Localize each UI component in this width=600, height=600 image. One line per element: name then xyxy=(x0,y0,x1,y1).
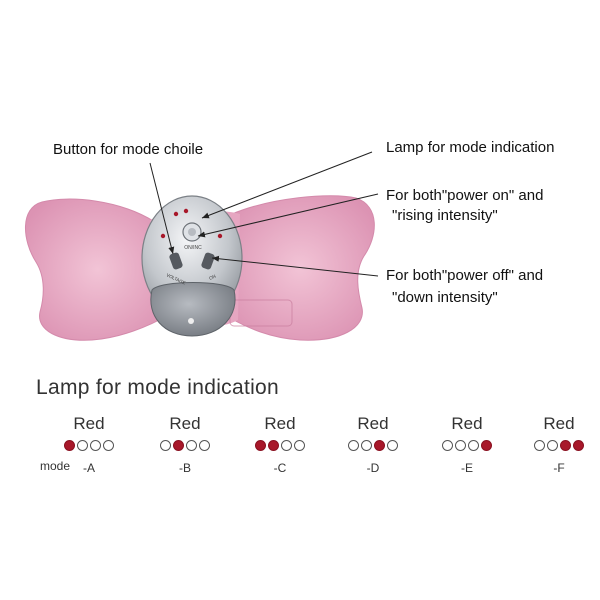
callout-lamp-indication: Lamp for mode indication xyxy=(386,139,555,156)
device-right-text: ON xyxy=(208,274,216,281)
lamp-on-dot xyxy=(481,440,492,451)
lamp-off-dot xyxy=(294,440,305,451)
lamp-on-dot xyxy=(173,440,184,451)
mode-column: Red -F xyxy=(519,414,599,475)
lamp-color-label: Red xyxy=(357,414,389,433)
lamp-off-dot xyxy=(455,440,466,451)
lamp-on-dot xyxy=(374,440,385,451)
mode-code: -D xyxy=(366,461,380,475)
mode-column: Red -C xyxy=(240,414,320,475)
callout-power-off-line2: "down intensity" xyxy=(392,289,498,306)
lamp-pattern xyxy=(240,440,320,452)
lamp-color-label: Red xyxy=(543,414,575,433)
lamp-color-label: Red xyxy=(169,414,201,433)
lamp-off-dot xyxy=(348,440,359,451)
lamp-off-dot xyxy=(468,440,479,451)
device-diagram: ON/INC VOLTAGE ON xyxy=(24,151,379,341)
mode-code: -B xyxy=(179,461,191,475)
mode-button[interactable] xyxy=(169,252,184,270)
lamp-pattern xyxy=(49,440,129,452)
controller-unit: ON/INC VOLTAGE ON xyxy=(141,195,243,337)
mode-column: Red -A xyxy=(49,414,129,475)
mode-prefix-label: mode xyxy=(40,459,71,473)
lamp-pattern xyxy=(519,440,599,452)
arrow-lamp xyxy=(201,151,373,219)
lamp-off-dot xyxy=(77,440,88,451)
lamp-on-dot xyxy=(573,440,584,451)
mode-code: -C xyxy=(273,461,287,475)
mode-code: -F xyxy=(553,461,565,475)
lamp-color-label: Red xyxy=(451,414,483,433)
callout-arrows xyxy=(149,151,379,277)
arrow-mode-button xyxy=(149,162,175,255)
device-top-text: ON/INC xyxy=(184,245,202,251)
reset-pin-icon xyxy=(188,318,194,324)
lamp-color-label: Red xyxy=(73,414,105,433)
callout-power-on-line2: "rising intensity" xyxy=(392,207,498,224)
mode-column: Red -E xyxy=(427,414,507,475)
lamp-on-dot xyxy=(64,440,75,451)
arrow-power-off xyxy=(211,255,379,277)
lamp-on-dot xyxy=(560,440,571,451)
mode-column: Red -D xyxy=(333,414,413,475)
lamp-off-dot xyxy=(442,440,453,451)
lamp-pattern xyxy=(427,440,507,452)
lamp-on-dot xyxy=(268,440,279,451)
mode-column: Red -B xyxy=(145,414,225,475)
callout-mode-button: Button for mode choile xyxy=(53,141,204,158)
device-lamp xyxy=(183,208,189,214)
lamp-off-dot xyxy=(534,440,545,451)
lamp-on-dot xyxy=(255,440,266,451)
lamp-off-dot xyxy=(281,440,292,451)
lamp-off-dot xyxy=(361,440,372,451)
lamp-off-dot xyxy=(199,440,210,451)
mode-code: -E xyxy=(461,461,473,475)
lamp-off-dot xyxy=(90,440,101,451)
device-lamp xyxy=(160,233,166,239)
callout-power-on-line1: For both"power on" and xyxy=(386,187,544,204)
lamp-pattern xyxy=(145,440,225,452)
device-lamp xyxy=(217,233,223,239)
arrow-power-on xyxy=(197,193,379,238)
lamp-off-dot xyxy=(160,440,171,451)
lamp-color-label: Red xyxy=(264,414,296,433)
power-off-button[interactable] xyxy=(201,252,216,270)
device-lamp xyxy=(173,211,179,217)
callout-power-off-line1: For both"power off" and xyxy=(386,267,544,284)
lamp-off-dot xyxy=(186,440,197,451)
legend-title: Lamp for mode indication xyxy=(36,376,279,399)
lamp-off-dot xyxy=(103,440,114,451)
mode-code: -A xyxy=(83,461,95,475)
lamp-pattern xyxy=(333,440,413,452)
lamp-off-dot xyxy=(387,440,398,451)
lamp-off-dot xyxy=(547,440,558,451)
